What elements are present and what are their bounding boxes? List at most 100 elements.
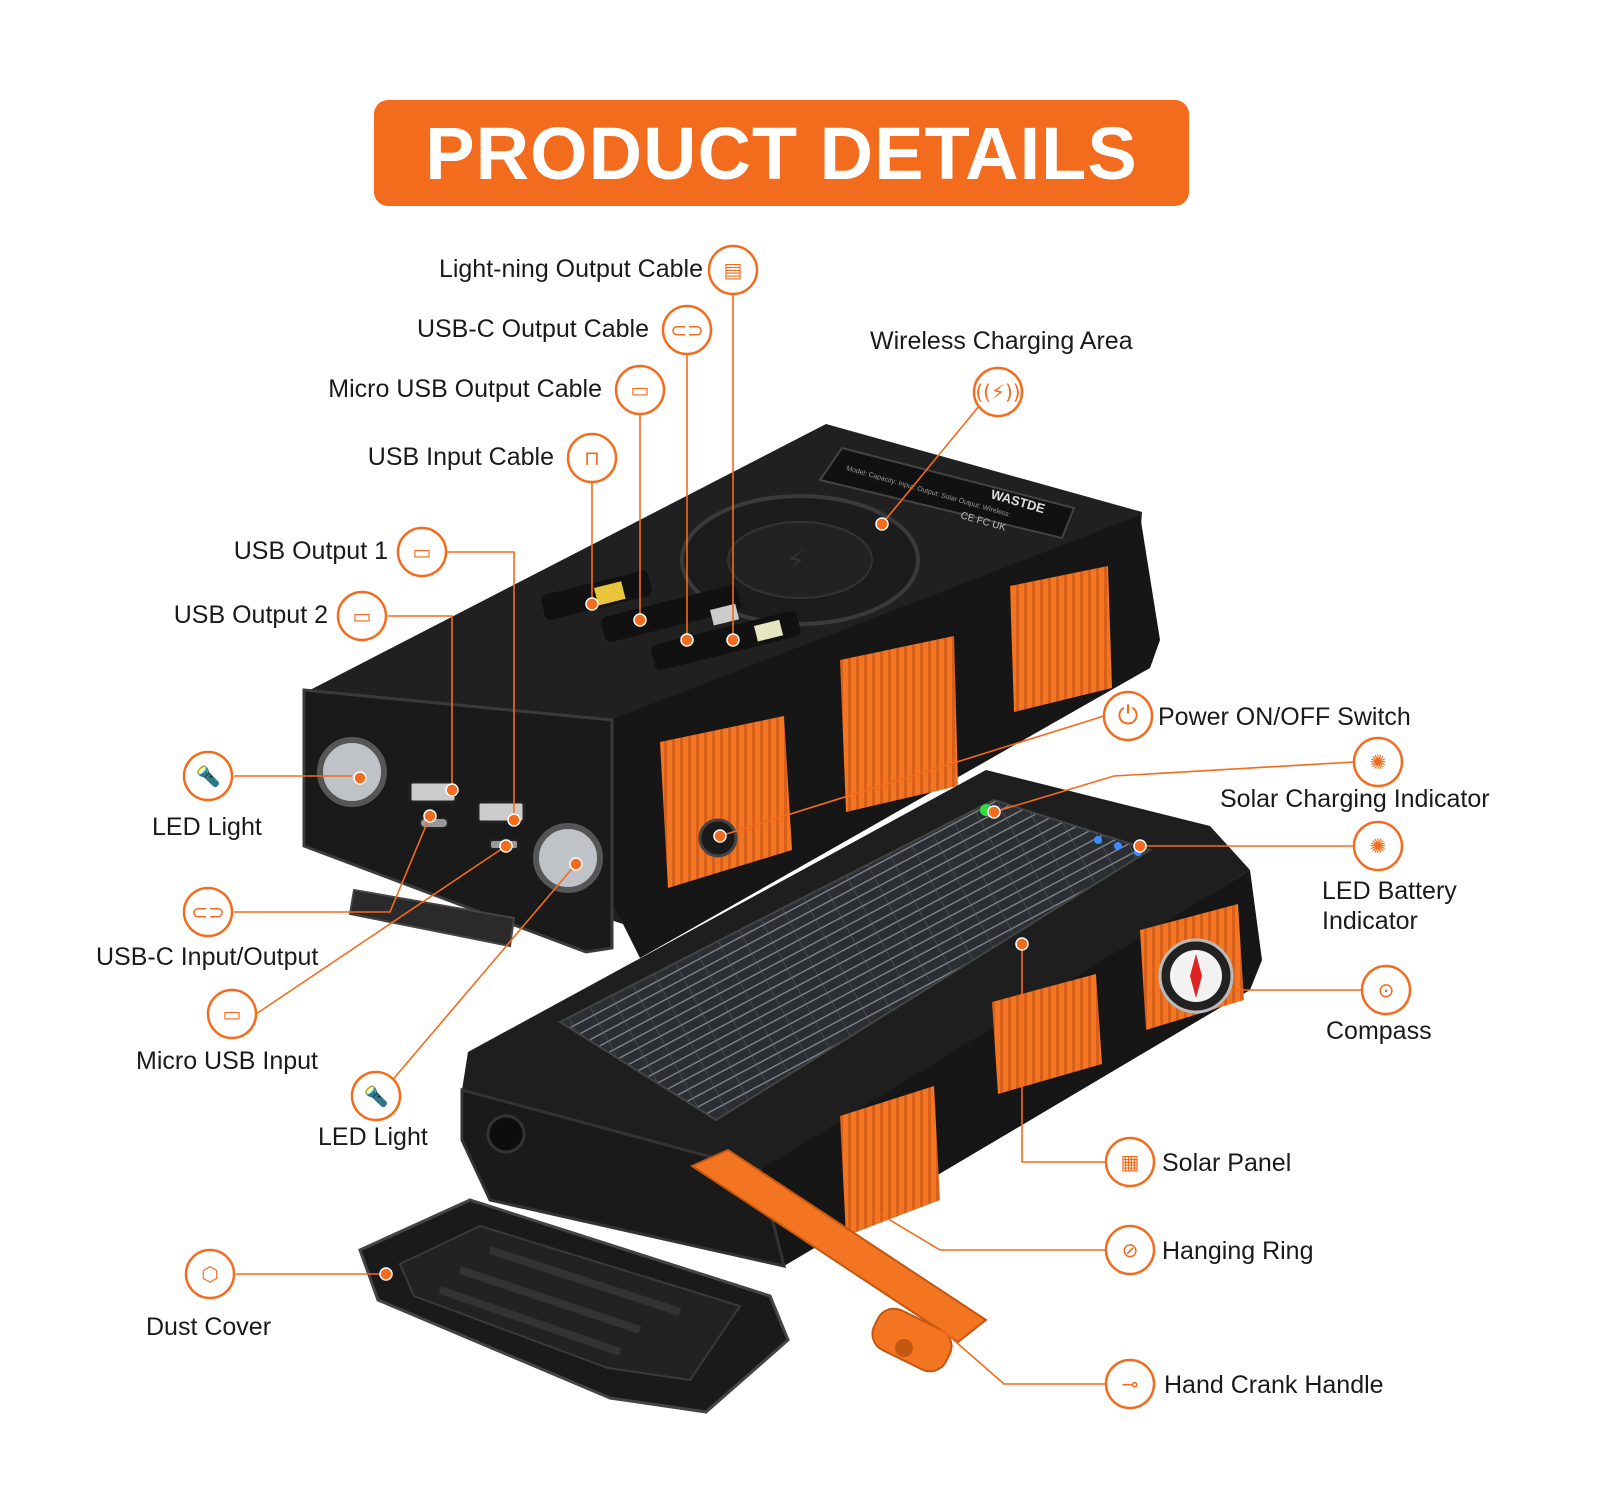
callout-led-battery-line-2: Indicator — [1322, 907, 1418, 935]
callout-hand-crank-handle: Hand Crank Handle — [1164, 1371, 1384, 1399]
cable-tip-lightning — [754, 619, 784, 642]
lower-power-bank — [460, 770, 1262, 1373]
micro-usb-port-icon — [206, 988, 258, 1040]
dot-battery-ind — [1133, 839, 1147, 853]
flashlight-icon — [182, 750, 234, 802]
box-icon — [184, 1248, 236, 1300]
callout-hanging-ring: Hanging Ring — [1162, 1237, 1314, 1265]
dot-usb-out-2 — [445, 783, 459, 797]
wireless-pad-inner — [727, 521, 873, 599]
power-icon — [1102, 690, 1154, 742]
hand-crank-knob — [871, 1307, 953, 1373]
wireless-bolt-glyph: ⚡ — [786, 544, 806, 577]
hand-crank-arm — [689, 1148, 988, 1344]
dust-cover-ridge-3 — [488, 1246, 682, 1316]
solar-panel-surface — [557, 798, 1153, 1122]
dot-micro-in — [499, 839, 513, 853]
carabiner-glyph: ⊘ — [1122, 1238, 1139, 1262]
spec-label-plate — [818, 446, 1076, 540]
dust-cover-ridge-2 — [438, 1286, 622, 1356]
indicator-light-icon — [1352, 820, 1404, 872]
front-led-right — [533, 823, 603, 893]
cable-tip-usbc — [710, 603, 740, 626]
usb-port-icon — [396, 526, 448, 578]
callout-micro-usb-output-cable: Micro USB Output Cable — [328, 375, 602, 403]
dot-led-1 — [353, 771, 367, 785]
hand-crank-icon — [1104, 1358, 1156, 1410]
upper-grip-1 — [660, 716, 792, 888]
power-glyph: ⏻ — [1118, 701, 1139, 731]
dot-solar-panel — [1015, 937, 1029, 951]
usb-port-glyph-2: ▭ — [353, 604, 372, 628]
dot-dust — [379, 1267, 393, 1281]
leader-crank — [939, 1327, 1106, 1385]
dot-lightning — [726, 633, 740, 647]
callout-led-battery-line-1: LED Battery — [1322, 877, 1457, 905]
usb-plug-icon — [566, 432, 618, 484]
battery-led-2 — [1114, 842, 1122, 850]
leader-solar-panel — [1021, 944, 1106, 1163]
leader-hanging — [879, 1213, 1106, 1251]
callout-usbc-output-cable: USB-C Output Cable — [416, 315, 649, 343]
lightning-plug-glyph: ▤ — [724, 258, 743, 282]
dot-usb-input — [585, 597, 599, 611]
battery-led-1 — [1094, 836, 1102, 844]
dot-power — [713, 829, 727, 843]
usbc-port-icon — [182, 886, 234, 938]
wireless-charging-glyph: ((⚡)) — [975, 380, 1020, 404]
usbc-port-icon — [661, 304, 713, 356]
micro-usb-port-glyph: ▭ — [631, 378, 650, 402]
indicator-light-glyph-1: ✺ — [1370, 750, 1387, 774]
lightning-plug-icon — [707, 244, 759, 296]
compass-glyph: ⊙ — [1378, 978, 1395, 1002]
flashlight-glyph-2: 🔦 — [364, 1084, 389, 1108]
front-port-flap — [348, 888, 516, 948]
usbc-port-glyph: ⊂⊃ — [670, 318, 704, 342]
front-led-left — [317, 737, 387, 807]
usb-port-icon — [336, 590, 388, 642]
usb-port-glyph-1: ▭ — [413, 540, 432, 564]
callout-lightning-output-cable: Light-ning Output Cable — [438, 255, 703, 283]
callout-usb-output-1: USB Output 1 — [233, 537, 388, 565]
hand-crank-knob-hole — [895, 1339, 913, 1357]
leader-micro-in — [255, 845, 507, 1015]
callout-solar-panel: Solar Panel — [1162, 1149, 1292, 1177]
wireless-charging-icon — [972, 366, 1024, 418]
leader-usbc-io — [234, 815, 431, 913]
dust-cover-tray — [358, 1198, 790, 1414]
usb-plug-glyph: ⊓ — [584, 446, 600, 470]
callout-micro-usb-input: Micro USB Input — [136, 1047, 319, 1075]
lower-grip-1 — [840, 1086, 940, 1236]
dot-micro-cable — [633, 613, 647, 627]
dust-cover-ridge-1 — [458, 1266, 642, 1334]
leader-led-2 — [383, 863, 577, 1091]
flashlight-glyph-1: 🔦 — [196, 764, 221, 788]
callout-target-dots — [353, 517, 1147, 1281]
callout-compass: Compass — [1326, 1017, 1432, 1045]
callout-solar-charging-indicator: Solar Charging Indicator — [1220, 785, 1490, 813]
micro-usb-port-icon — [614, 364, 666, 416]
cable-tip-usb — [594, 581, 626, 606]
cable-slot-2 — [601, 585, 741, 642]
dot-usb-out-1 — [507, 813, 521, 827]
upper-power-bank: WASTDE CE FC UK Model: Capacity: Input: … — [302, 424, 1160, 958]
solar-panel-icon — [1104, 1136, 1156, 1188]
compass-icon — [1360, 964, 1412, 1016]
micro-usb-port-glyph-2: ▭ — [223, 1002, 242, 1026]
dot-solar-ind — [987, 805, 1001, 819]
box-glyph: ⬡ — [201, 1262, 218, 1286]
dot-usbc-cable — [680, 633, 694, 647]
callout-power-switch: Power ON/OFF Switch — [1158, 703, 1411, 731]
callout-usbc-input-output: USB-C Input/Output — [96, 943, 319, 971]
callout-usb-input-cable: USB Input Cable — [367, 443, 554, 471]
hanging-ring-hole — [486, 1114, 526, 1154]
callout-led-light-1: LED Light — [152, 813, 262, 841]
banner-title: PRODUCT DETAILS — [425, 111, 1138, 195]
upper-grip-3 — [1010, 566, 1112, 712]
compass-needle — [1190, 954, 1202, 998]
lower-device-front-face — [460, 1088, 787, 1268]
leader-solar-ind — [993, 761, 1355, 813]
callout-dust-cover: Dust Cover — [146, 1313, 272, 1341]
solar-panel-glyph: ▦ — [1121, 1150, 1140, 1174]
